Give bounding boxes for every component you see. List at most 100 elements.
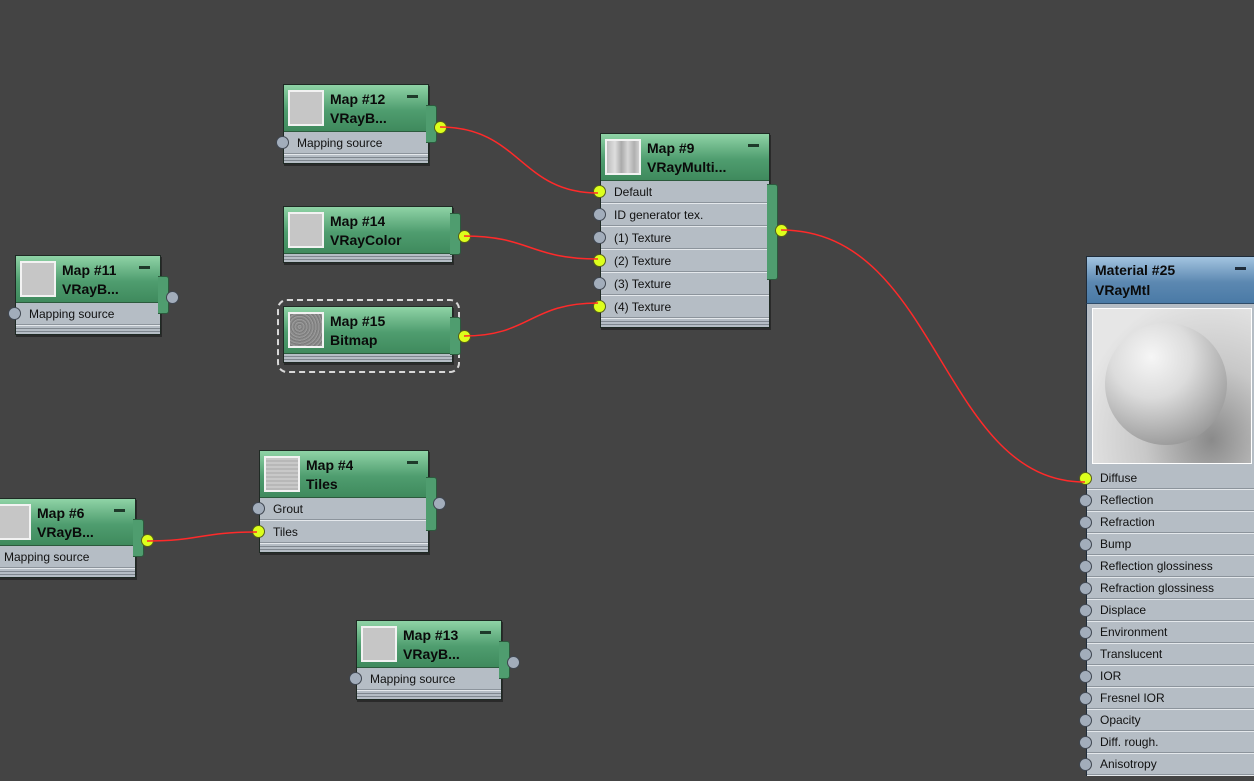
node-map14[interactable]: Map #14 VRayColor bbox=[283, 206, 471, 263]
slot-label: IOR bbox=[1100, 669, 1122, 683]
slot-reflection-glossiness[interactable]: Reflection glossiness bbox=[1079, 556, 1254, 578]
node-material25[interactable]: Material #25 VRayMtl Diffuse Reflection … bbox=[1079, 256, 1254, 781]
input-socket[interactable] bbox=[593, 254, 606, 267]
node-title: Map #4 bbox=[306, 457, 354, 473]
node-title: Map #14 bbox=[330, 213, 386, 229]
node-header[interactable]: Map #4 Tiles bbox=[260, 451, 428, 498]
node-map9[interactable]: Map #9 VRayMulti... Default ID generator… bbox=[593, 133, 788, 328]
input-id-generator[interactable]: ID generator tex. bbox=[593, 204, 769, 227]
node-header[interactable]: Map #6 VRayB... bbox=[0, 499, 135, 546]
wire-map14-to-map9-texture2 bbox=[463, 235, 599, 260]
input-socket[interactable] bbox=[1079, 604, 1092, 617]
slot-label: Reflection glossiness bbox=[1100, 559, 1213, 573]
input-socket[interactable] bbox=[8, 307, 21, 320]
input-label: Mapping source bbox=[29, 307, 115, 321]
minimize-icon[interactable] bbox=[748, 144, 759, 147]
input-socket[interactable] bbox=[593, 185, 606, 198]
input-socket[interactable] bbox=[593, 208, 606, 221]
input-socket[interactable] bbox=[1079, 538, 1092, 551]
input-texture-4[interactable]: (4) Texture bbox=[593, 296, 769, 319]
input-socket[interactable] bbox=[1079, 560, 1092, 573]
input-socket[interactable] bbox=[1079, 494, 1092, 507]
output-socket[interactable] bbox=[141, 534, 154, 547]
output-socket[interactable] bbox=[434, 121, 447, 134]
input-socket[interactable] bbox=[1079, 670, 1092, 683]
node-map11[interactable]: Map #11 VRayB... Mapping source bbox=[8, 255, 179, 335]
node-header[interactable]: Map #14 VRayColor bbox=[284, 207, 452, 254]
map-thumbnail bbox=[20, 261, 56, 297]
minimize-icon[interactable] bbox=[114, 509, 125, 512]
input-tiles[interactable]: Tiles bbox=[252, 521, 428, 544]
node-header[interactable]: Map #9 VRayMulti... bbox=[601, 134, 769, 181]
input-socket[interactable] bbox=[252, 525, 265, 538]
input-socket[interactable] bbox=[1079, 736, 1092, 749]
input-socket[interactable] bbox=[593, 300, 606, 313]
input-socket[interactable] bbox=[593, 231, 606, 244]
slot-refraction[interactable]: Refraction bbox=[1079, 512, 1254, 534]
minimize-icon[interactable] bbox=[407, 95, 418, 98]
slot-ior[interactable]: IOR bbox=[1079, 666, 1254, 688]
input-socket[interactable] bbox=[1079, 472, 1092, 485]
output-socket[interactable] bbox=[458, 230, 471, 243]
node-title: Map #11 bbox=[62, 262, 117, 278]
input-socket[interactable] bbox=[1079, 714, 1092, 727]
output-socket[interactable] bbox=[166, 291, 179, 304]
output-socket[interactable] bbox=[507, 656, 520, 669]
input-socket[interactable] bbox=[593, 277, 606, 290]
input-mapping-source[interactable]: Mapping source bbox=[276, 132, 428, 155]
input-socket[interactable] bbox=[276, 136, 289, 149]
node-map6[interactable]: Map #6 VRayB... Mapping source bbox=[0, 498, 154, 578]
input-socket[interactable] bbox=[349, 672, 362, 685]
slot-refraction-glossiness[interactable]: Refraction glossiness bbox=[1079, 578, 1254, 600]
slot-translucent[interactable]: Translucent bbox=[1079, 644, 1254, 666]
node-header[interactable]: Material #25 VRayMtl bbox=[1086, 256, 1254, 304]
slot-diff-rough[interactable]: Diff. rough. bbox=[1079, 732, 1254, 754]
slot-opacity[interactable]: Opacity bbox=[1079, 710, 1254, 732]
input-label: (1) Texture bbox=[614, 231, 672, 245]
input-texture-1[interactable]: (1) Texture bbox=[593, 227, 769, 250]
input-texture-3[interactable]: (3) Texture bbox=[593, 273, 769, 296]
slot-environment[interactable]: Environment bbox=[1079, 622, 1254, 644]
input-socket[interactable] bbox=[1079, 582, 1092, 595]
input-texture-2[interactable]: (2) Texture bbox=[593, 250, 769, 273]
input-socket[interactable] bbox=[1079, 516, 1092, 529]
output-socket[interactable] bbox=[775, 224, 788, 237]
slot-bump[interactable]: Bump bbox=[1079, 534, 1254, 556]
input-default[interactable]: Default bbox=[593, 181, 769, 204]
input-socket[interactable] bbox=[1079, 692, 1092, 705]
node-header[interactable]: Map #13 VRayB... bbox=[357, 621, 501, 668]
map-thumbnail bbox=[288, 312, 324, 348]
node-type: VRayMulti... bbox=[647, 159, 727, 175]
input-label: Default bbox=[614, 185, 653, 199]
node-map4[interactable]: Map #4 Tiles Grout Tiles bbox=[252, 450, 446, 553]
input-socket[interactable] bbox=[1079, 648, 1092, 661]
slot-anisotropy[interactable]: Anisotropy bbox=[1079, 754, 1254, 776]
minimize-icon[interactable] bbox=[139, 266, 150, 269]
node-type: VRayB... bbox=[403, 646, 460, 662]
input-mapping-source[interactable]: Mapping source bbox=[8, 303, 160, 326]
minimize-icon[interactable] bbox=[480, 631, 491, 634]
output-socket[interactable] bbox=[433, 497, 446, 510]
slot-diffuse[interactable]: Diffuse bbox=[1079, 468, 1254, 490]
node-map15[interactable]: Map #15 Bitmap bbox=[283, 306, 471, 363]
node-header[interactable]: Map #15 Bitmap bbox=[284, 307, 452, 354]
minimize-icon[interactable] bbox=[1235, 267, 1246, 270]
node-map13[interactable]: Map #13 VRayB... Mapping source bbox=[349, 620, 520, 700]
input-socket[interactable] bbox=[252, 502, 265, 515]
node-title: Map #15 bbox=[330, 313, 386, 329]
slot-fresnel-ior[interactable]: Fresnel IOR bbox=[1079, 688, 1254, 710]
node-map12[interactable]: Map #12 VRayB... Mapping source bbox=[276, 84, 447, 164]
wire-map12-to-map9-default bbox=[439, 126, 599, 194]
input-socket[interactable] bbox=[1079, 758, 1092, 771]
input-mapping-source[interactable]: Mapping source bbox=[0, 546, 135, 569]
input-mapping-source[interactable]: Mapping source bbox=[349, 668, 501, 691]
node-header[interactable]: Map #12 VRayB... bbox=[284, 85, 428, 132]
slot-displace[interactable]: Displace bbox=[1079, 600, 1254, 622]
slot-reflection[interactable]: Reflection bbox=[1079, 490, 1254, 512]
output-socket[interactable] bbox=[458, 330, 471, 343]
input-grout[interactable]: Grout bbox=[252, 498, 428, 521]
input-socket[interactable] bbox=[1079, 626, 1092, 639]
input-label: (2) Texture bbox=[614, 254, 672, 268]
node-header[interactable]: Map #11 VRayB... bbox=[16, 256, 160, 303]
minimize-icon[interactable] bbox=[407, 461, 418, 464]
